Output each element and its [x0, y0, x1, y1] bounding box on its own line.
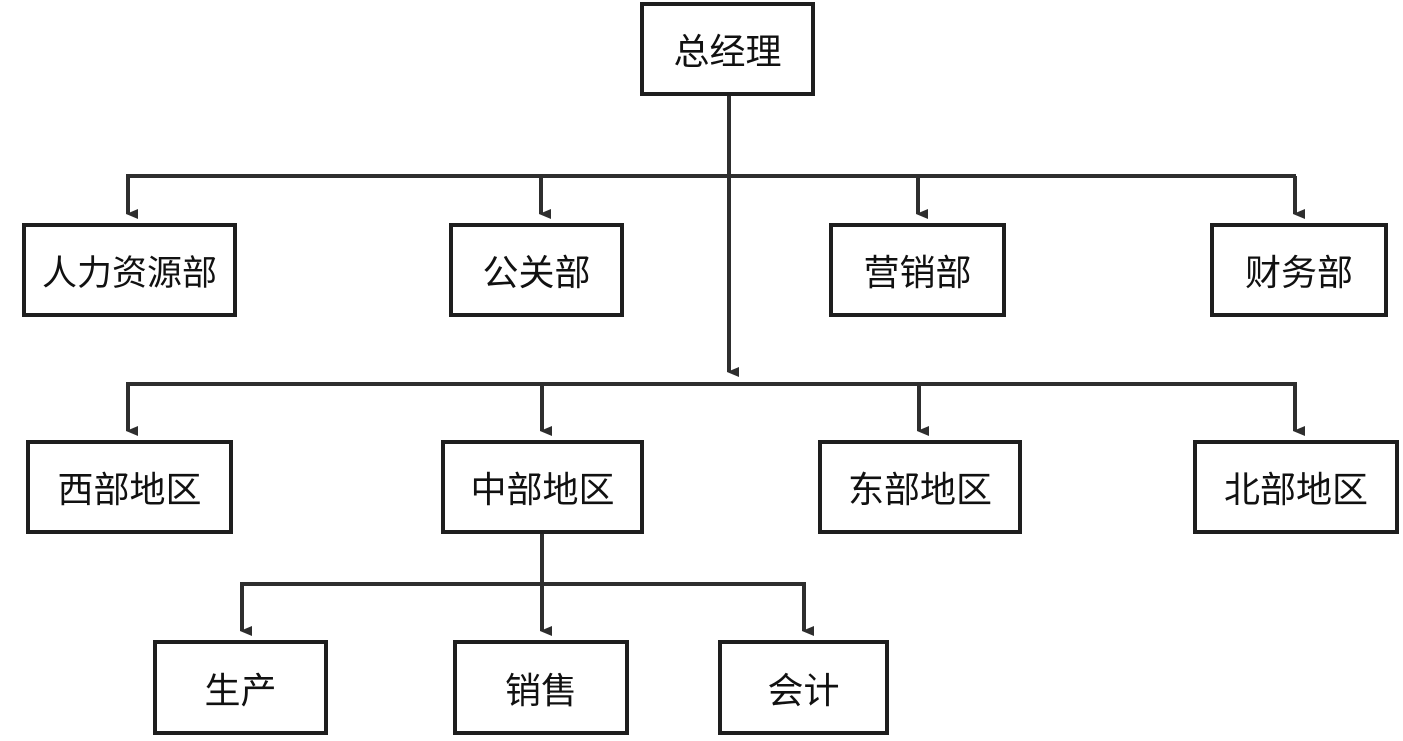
department-label-marketing: 营销部 — [863, 253, 972, 294]
function-label-production: 生产 — [204, 670, 277, 712]
department-node-finance: 财务部 — [1210, 223, 1388, 317]
region-label-east: 东部地区 — [847, 470, 992, 511]
ceo-label: 总经理 — [673, 32, 782, 73]
department-node-pr: 公关部 — [449, 223, 624, 317]
region-node-east: 东部地区 — [818, 440, 1022, 534]
region-label-north: 北部地区 — [1223, 470, 1368, 511]
region-node-west: 西部地区 — [26, 440, 233, 534]
region-label-west: 西部地区 — [57, 470, 202, 511]
region-label-central: 中部地区 — [470, 470, 615, 511]
function-label-sales: 销售 — [504, 670, 577, 712]
region-node-central: 中部地区 — [441, 440, 644, 534]
department-label-pr: 公关部 — [482, 253, 591, 294]
function-node-production: 生产 — [153, 640, 328, 735]
department-label-hr: 人力资源部 — [41, 253, 217, 294]
function-node-accounting: 会计 — [718, 640, 889, 735]
region-node-north: 北部地区 — [1193, 440, 1399, 534]
department-node-marketing: 营销部 — [829, 223, 1006, 317]
function-node-sales: 销售 — [453, 640, 629, 735]
function-label-accounting: 会计 — [767, 670, 840, 712]
department-label-finance: 财务部 — [1244, 253, 1353, 294]
department-node-hr: 人力资源部 — [22, 223, 237, 317]
ceo-node: 总经理 — [640, 2, 815, 96]
